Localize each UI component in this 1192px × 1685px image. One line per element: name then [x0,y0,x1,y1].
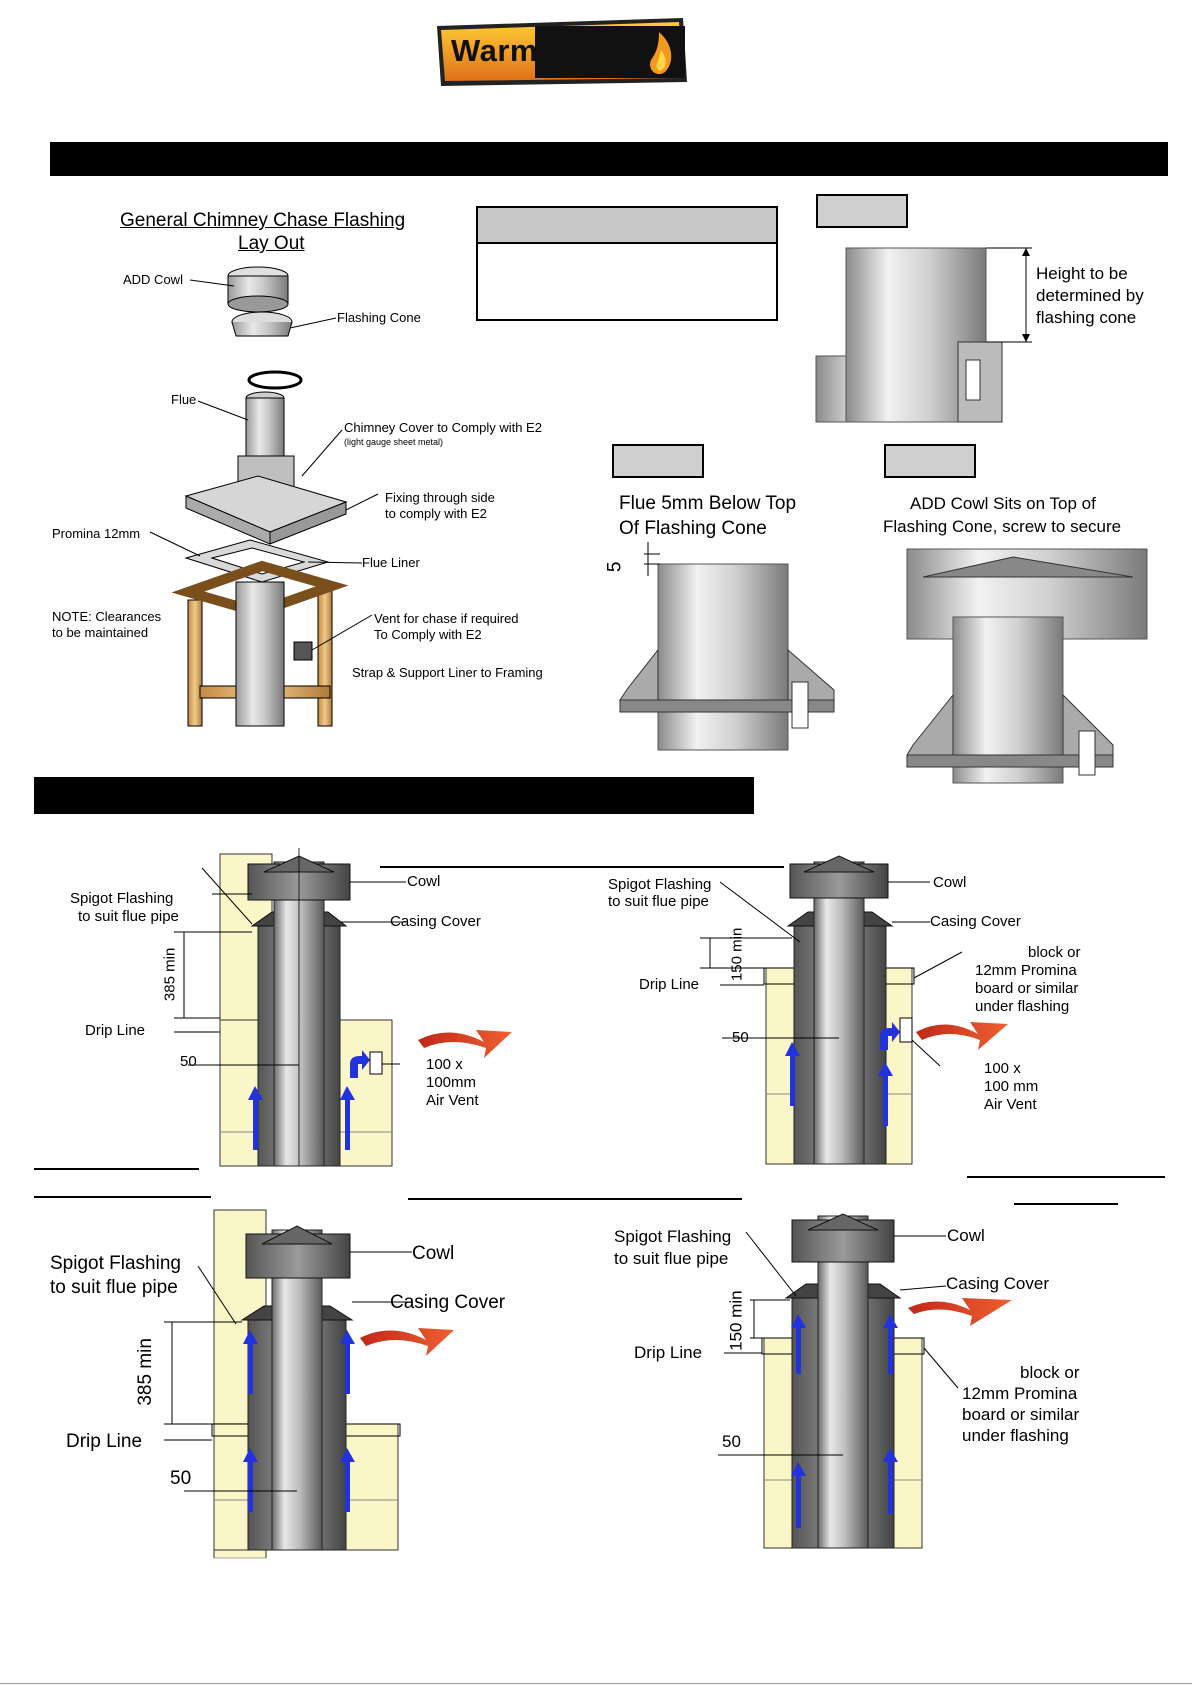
d1-cowl: Cowl [407,873,441,890]
install-diagram-1 [174,848,512,1167]
d1-vent-line3: Air Vent [426,1092,479,1109]
d4-casing-cover: Casing Cover [946,1274,1049,1293]
d4-block-line2: 12mm Promina [962,1384,1078,1403]
section-header-bar-install [34,777,754,814]
detail-b-graphic [619,542,835,751]
d1-spigot-line1: Spigot Flashing [70,890,174,907]
d4-block-line3: board or similar [962,1405,1080,1424]
label-flue-liner: Flue Liner [362,555,420,570]
label-strap: Strap & Support Liner to Framing [352,665,543,680]
d4-gap: 50 [722,1432,741,1451]
d1-gap: 50 [180,1053,197,1070]
divider-line-2 [34,1168,199,1170]
label-note-line1: NOTE: Clearances [52,609,162,624]
detail-c-line1: ADD Cowl Sits on Top of [910,494,1096,513]
divider-line-3 [34,1196,211,1198]
d4-dim: 150 min [726,1290,746,1351]
d2-block-line3: board or similar [975,980,1079,997]
detail-c-line2: Flashing Cone, screw to secure [883,517,1122,536]
detail-b-dim: 5 [604,561,626,573]
detail-c-graphic [906,548,1148,784]
detail-a-line3: flashing cone [1036,308,1137,327]
divider-line-1 [380,866,784,868]
page-bottom-rule [0,1683,1192,1684]
install-diagram-2 [700,855,1008,1165]
label-chimney-cover-note: (light gauge sheet metal) [344,437,444,447]
detail-b-line1: Flue 5mm Below Top [619,493,797,514]
d1-vent-line1: 100 x [426,1056,463,1073]
d4-drip-line: Drip Line [634,1343,703,1362]
divider-line-4 [408,1198,742,1200]
detail-a-graphic [815,247,1032,423]
detail-tab-a [816,194,908,228]
divider-line-5 [967,1176,1165,1178]
d1-casing-cover: Casing Cover [390,913,481,930]
install-diagram-3 [164,1209,454,1559]
exploded-chase-diagram [149,266,379,727]
info-box-header [478,208,776,244]
label-fixing-line2: to comply with E2 [385,506,487,521]
detail-tab-b [612,444,704,478]
label-vent-line1: Vent for chase if required [374,611,519,626]
d3-cowl: Cowl [412,1243,455,1264]
detail-a-line1: Height to be [1036,264,1128,283]
d2-drip-line: Drip Line [639,976,700,993]
d2-vent-line3: Air Vent [984,1096,1037,1113]
d2-block-line1: block or [1028,944,1081,961]
d4-block-line1: block or [1020,1363,1080,1382]
warmington-logo: Warmington [437,18,687,86]
detail-b-line2: Of Flashing Cone [619,518,767,539]
detail-tab-c [884,444,976,478]
d3-spigot-line2: to suit flue pipe [50,1277,178,1298]
d1-vent-line2: 100mm [426,1074,477,1091]
d4-cowl: Cowl [947,1226,985,1245]
label-fixing-line1: Fixing through side [385,490,495,505]
install-diagram-4 [718,1213,1012,1549]
label-flashing-cone: Flashing Cone [337,310,421,325]
d4-spigot-line1: Spigot Flashing [614,1227,732,1246]
d2-spigot-line2: to suit flue pipe [608,893,709,910]
label-add-cowl: ADD Cowl [123,272,183,287]
label-promina: Promina 12mm [52,526,141,541]
label-flue: Flue [171,392,197,407]
label-vent-line2: To Comply with E2 [374,627,482,642]
d3-drip-line: Drip Line [66,1431,143,1452]
section-header-bar-top [50,142,1168,176]
layout-title-line1: General Chimney Chase Flashing [120,210,406,231]
d3-casing-cover: Casing Cover [390,1292,506,1313]
d2-gap: 50 [732,1029,749,1046]
d3-spigot-line1: Spigot Flashing [50,1253,181,1274]
info-box [476,206,778,321]
d2-dim: 150 min [728,927,746,982]
d4-spigot-line2: to suit flue pipe [614,1249,729,1268]
d2-vent-line2: 100 mm [984,1078,1039,1095]
logo-text: Warmington [451,33,636,68]
d4-block-line4: under flashing [962,1426,1069,1445]
d1-spigot-line2: to suit flue pipe [78,908,179,925]
d3-gap: 50 [170,1468,192,1489]
d1-dim: 385 min [161,947,179,1002]
d1-drip-line: Drip Line [85,1022,146,1039]
logo-graphic [437,18,687,86]
d2-spigot-line1: Spigot Flashing [608,876,712,893]
divider-line-6 [1014,1203,1118,1205]
layout-title-line2: Lay Out [238,233,305,254]
d2-vent-line1: 100 x [984,1060,1021,1077]
label-chimney-cover: Chimney Cover to Comply with E2 [344,420,542,435]
d3-dim: 385 min [134,1338,156,1406]
label-note-line2: to be maintained [52,625,149,640]
d2-block-line2: 12mm Promina [975,962,1077,979]
d2-block-line4: under flashing [975,998,1070,1015]
d2-cowl: Cowl [933,874,967,891]
d2-casing-cover: Casing Cover [930,913,1021,930]
detail-a-line2: determined by [1036,286,1144,305]
